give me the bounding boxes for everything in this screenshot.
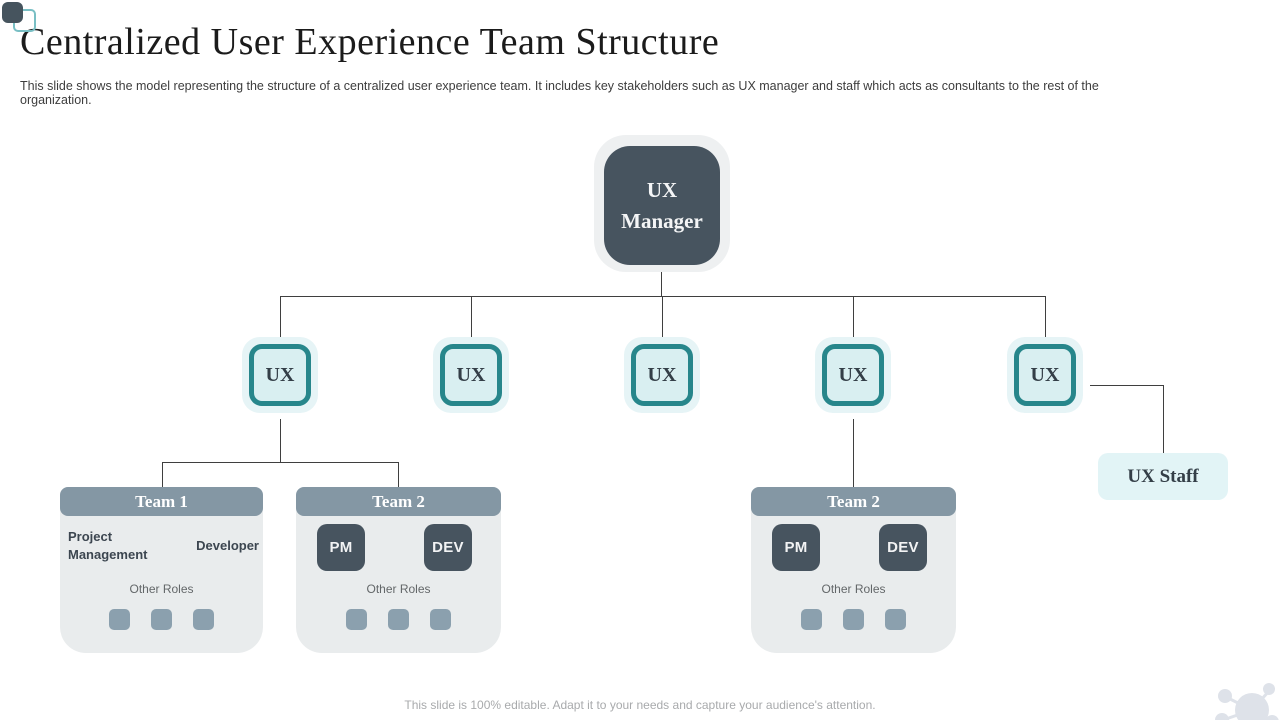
connector-drop-team1 [162, 462, 163, 487]
placeholder-square [346, 609, 367, 630]
pm-badge: PM [317, 524, 365, 571]
connector-drop-ux2 [471, 296, 472, 337]
placeholder-square [430, 609, 451, 630]
role-label-developer: Developer [196, 538, 259, 553]
placeholder-squares [296, 609, 501, 630]
placeholder-square [388, 609, 409, 630]
other-roles-label: Other Roles [129, 582, 194, 596]
connector-manager-stem [661, 271, 662, 296]
molecule-decoration-icon [1215, 683, 1279, 720]
connector-ux4-stem [853, 419, 854, 487]
placeholder-square [109, 609, 130, 630]
placeholder-square [193, 609, 214, 630]
dev-badge: DEV [879, 524, 927, 571]
ux-node-2: UX [440, 344, 502, 406]
connector-staff-horizontal [1090, 385, 1163, 386]
ux-staff-node: UX Staff [1098, 453, 1228, 500]
connector-ux1-stem [280, 419, 281, 462]
placeholder-square [843, 609, 864, 630]
connector-drop-ux1 [280, 296, 281, 337]
team-card-2: Team 2 PM DEV Other Roles [296, 487, 501, 653]
connector-drop-ux4 [853, 296, 854, 337]
placeholder-squares [60, 609, 263, 630]
connector-main-horizontal [280, 296, 1046, 297]
connector-team-branch [162, 462, 398, 463]
corner-dark-square-icon [2, 2, 23, 23]
placeholder-square [801, 609, 822, 630]
ux-node-1: UX [249, 344, 311, 406]
team-header: Team 2 [296, 487, 501, 516]
placeholder-squares [751, 609, 956, 630]
connector-drop-ux3 [662, 296, 663, 337]
role-label-project-management: Project Management [68, 529, 148, 562]
page-title: Centralized User Experience Team Structu… [20, 21, 720, 63]
connector-drop-ux5 [1045, 296, 1046, 337]
other-roles-label: Other Roles [821, 582, 886, 596]
team-card-3: Team 2 PM DEV Other Roles [751, 487, 956, 653]
connector-drop-team2 [398, 462, 399, 487]
team-card-1: Team 1 Project Management Developer Othe… [60, 487, 263, 653]
other-roles-label: Other Roles [366, 582, 431, 596]
connector-staff-drop [1163, 385, 1164, 453]
team-roles-row: Project Management Developer [68, 528, 259, 563]
team-header: Team 1 [60, 487, 263, 516]
ux-node-3: UX [631, 344, 693, 406]
placeholder-square [885, 609, 906, 630]
dev-badge: DEV [424, 524, 472, 571]
pm-badge: PM [772, 524, 820, 571]
ux-manager-node: UX Manager [604, 146, 720, 265]
placeholder-square [151, 609, 172, 630]
footer-note: This slide is 100% editable. Adapt it to… [404, 698, 876, 712]
ux-node-4: UX [822, 344, 884, 406]
slide-subtitle: This slide shows the model representing … [20, 79, 1099, 107]
team-header: Team 2 [751, 487, 956, 516]
ux-node-5: UX [1014, 344, 1076, 406]
